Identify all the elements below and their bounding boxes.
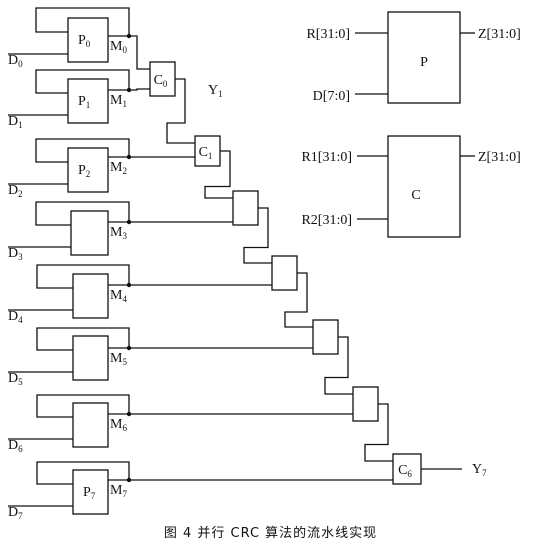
input-label-7: D7 [8,505,23,521]
register-label-1: M1 [110,93,127,109]
legend-c-title: C [411,188,420,203]
chain-5 [364,403,393,462]
register-node-6 [126,411,132,417]
register-label-7: M7 [110,483,127,499]
combiner-1 [194,135,221,167]
chain-1 [204,150,233,199]
figure-caption: 图 4 并行 CRC 算法的流水线实现 [163,526,378,541]
combiner-label-0: C0 [154,73,168,89]
register-node-3 [126,219,132,225]
input-label-2: D2 [8,183,23,199]
register-label-0: M0 [110,39,127,55]
input-label-0: D0 [8,53,23,69]
register-label-6: M6 [110,417,127,433]
legend-c-input-bottom-label: R2[31:0] [301,213,352,228]
register-label-2: M2 [110,160,127,176]
output-label-y7: Y7 [472,462,487,478]
input-label-3: D3 [8,246,23,262]
combiner-0 [149,61,176,97]
wires [8,7,475,507]
chain-4 [324,336,353,395]
p-block-6 [72,402,109,448]
p-block-5 [72,335,109,381]
register-node-0 [126,33,132,39]
legend-c-input-top-label: R1[31:0] [301,150,352,165]
input-label-6: D6 [8,438,23,454]
p-block-3 [70,210,109,256]
p-block-4 [72,273,109,319]
legend-p-input-bottom-label: D[7:0] [313,89,350,104]
p-block-1 [67,78,109,124]
legend-c-block [387,135,461,238]
feedback-loop-7 [36,461,130,485]
combiner-label-1: C1 [199,145,213,161]
register-node-5 [126,345,132,351]
p-block-label-7: P7 [83,485,96,501]
output-label-y1: Y1 [208,83,223,99]
feedback-loop-5 [36,327,130,351]
p-block-label-2: P2 [78,163,90,179]
legend-p-output-label: Z[31:0] [478,27,521,42]
combiner-4 [312,319,339,355]
m1-to-c0 [129,88,150,91]
register-label-3: M3 [110,225,127,241]
register-node-1 [126,87,132,93]
input-label-5: D5 [8,371,23,387]
combiner-label-6: C6 [398,463,412,479]
p-block-0 [67,17,109,63]
combiner-5 [352,386,379,422]
chain-2 [243,207,272,264]
input-label-1: D1 [8,114,23,130]
chain-0 [166,78,195,144]
m0-to-c0 [129,35,150,70]
p-block-2 [67,147,109,193]
p-block-label-1: P1 [78,94,90,110]
legend-p-title: P [420,55,428,70]
input-label-4: D4 [8,309,23,325]
p-block-7 [72,469,109,515]
register-node-2 [126,154,132,160]
combiner-2 [232,190,259,226]
combiner-3 [271,255,298,291]
register-label-5: M5 [110,351,127,367]
blocks [67,11,461,515]
p-block-label-0: P0 [78,33,91,49]
legend-c-output-label: Z[31:0] [478,150,521,165]
feedback-loop-3 [35,201,130,226]
register-label-4: M4 [110,288,127,304]
legend-p-block [387,11,461,104]
register-node-4 [126,282,132,288]
combiner-6 [392,453,422,485]
legend-p-input-top-label: R[31:0] [306,27,350,42]
feedback-loop-6 [36,394,130,418]
feedback-loop-4 [36,264,130,289]
register-node-7 [126,477,132,483]
chain-3 [284,272,313,328]
feedback-loop-0 [35,7,130,36]
feedback-loop-2 [35,138,130,163]
feedback-loop-1 [35,69,130,94]
